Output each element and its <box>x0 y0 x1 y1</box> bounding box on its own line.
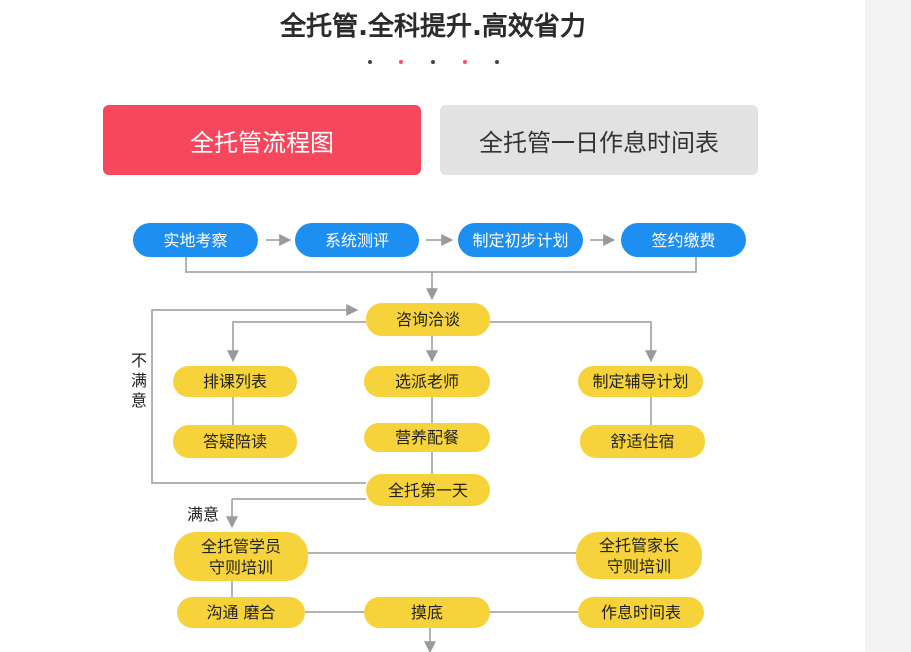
page-title: 全托管.全科提升.高效省力 <box>280 12 586 42</box>
node-assessment-probe: 摸底 <box>364 597 490 628</box>
tab-flowchart[interactable]: 全托管流程图 <box>103 105 421 175</box>
connector-arrow <box>490 321 657 363</box>
node-site-visit: 实地考察 <box>133 223 258 257</box>
right-scroll-area <box>865 0 911 652</box>
node-parent-rules-training: 全托管家长 守则培训 <box>576 532 702 579</box>
section-divider-dots <box>0 55 866 69</box>
label-satisfied: 满意 <box>187 505 220 524</box>
divider-dot <box>368 60 372 64</box>
node-nutrition: 营养配餐 <box>364 423 490 452</box>
node-assign-teacher: 选派老师 <box>364 366 490 397</box>
flowchart: 实地考察 系统测评 制定初步计划 签约缴费 咨询洽谈 排课列表 答疑陪读 选派老… <box>131 223 746 652</box>
divider-dot <box>463 60 467 64</box>
connector-arrow <box>227 321 366 363</box>
flowchart-connectors <box>151 234 697 652</box>
node-student-rules-training: 全托管学员 守则培训 <box>174 532 308 581</box>
tab-daily-schedule[interactable]: 全托管一日作息时间表 <box>440 105 758 175</box>
divider-dot <box>495 60 499 64</box>
divider-dot <box>431 60 435 64</box>
node-qa-study: 答疑陪读 <box>173 425 297 458</box>
node-timetable: 作息时间表 <box>578 597 704 628</box>
node-schedule-classes: 排课列表 <box>173 366 297 397</box>
node-tutoring-plan: 制定辅导计划 <box>578 366 703 397</box>
connector-arrow <box>151 304 366 484</box>
connector-line <box>185 257 697 273</box>
label-unsatisfied: 不满意 <box>131 351 148 410</box>
node-initial-plan: 制定初步计划 <box>458 223 583 257</box>
node-first-day: 全托第一天 <box>366 474 490 506</box>
node-accommodation: 舒适住宿 <box>580 425 705 458</box>
node-communication-adaptation: 沟通 磨合 <box>177 597 305 628</box>
divider-dot <box>399 60 403 64</box>
node-consultation: 咨询洽谈 <box>366 303 490 336</box>
node-system-assessment: 系统测评 <box>295 223 419 257</box>
node-sign-and-pay: 签约缴费 <box>621 223 746 257</box>
